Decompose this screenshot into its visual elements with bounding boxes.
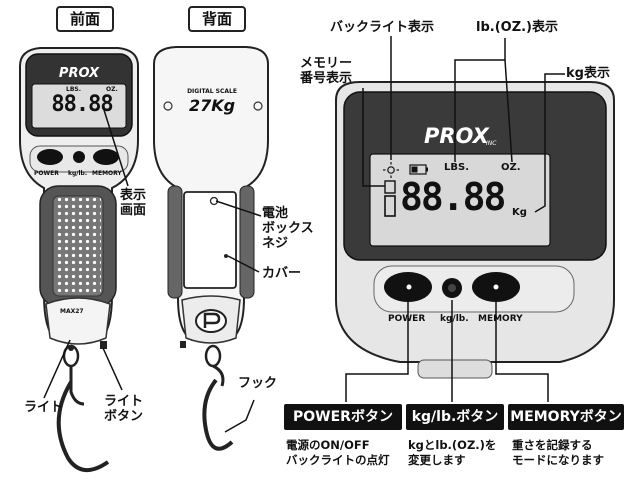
front-memory-label: MEMORY xyxy=(92,170,122,177)
front-lcd-lbs: LBS. xyxy=(66,86,81,93)
callout-memory-number: メモリー 番号表示 xyxy=(300,56,353,86)
callout-kg-indicator: kg表示 xyxy=(566,66,610,81)
power-button-label: POWERボタン xyxy=(284,404,402,430)
zoom-brand-sub: INC xyxy=(486,140,497,147)
front-lcd-oz: OZ. xyxy=(106,86,118,93)
front-lcd-digits: 88.88 xyxy=(51,92,113,117)
back-view-label: 背面 xyxy=(188,6,246,32)
front-power-label: POWER xyxy=(34,170,59,177)
memory-button-desc: 重さを記録する モードになります xyxy=(512,438,604,467)
callout-backlight-indicator: バックライト表示 xyxy=(330,20,435,35)
front-scale-illustration xyxy=(19,47,139,472)
zoom-lcd-lbs: LBS. xyxy=(444,162,469,173)
front-brand: PROX xyxy=(58,66,100,81)
kglb-button-label: kg/lb.ボタン xyxy=(406,404,504,430)
leader-lines xyxy=(43,36,565,433)
callout-lb-oz-indicator: lb.(OZ.)表示 xyxy=(476,20,558,35)
zoom-lcd-digits: 88.88 xyxy=(400,175,506,219)
zoom-lcd-kg: Kg xyxy=(512,207,527,218)
front-kglb-label: kg/lb. xyxy=(68,170,88,177)
back-capacity: 27Kg xyxy=(188,96,236,115)
zoom-brand: PROX xyxy=(424,124,489,148)
back-title: DIGITAL SCALE xyxy=(187,88,237,95)
callout-battery-screw: 電池 ボックス ネジ xyxy=(262,206,314,251)
callout-display-screen: 表示 画面 xyxy=(120,188,147,218)
callout-light-button: ライト ボタン xyxy=(104,394,144,424)
callout-light: ライト xyxy=(24,400,64,415)
front-max-label: MAX27 xyxy=(60,308,84,315)
kglb-button-desc: kgとlb.(OZ.)を 変更します xyxy=(408,438,497,467)
zoom-memory-label: MEMORY xyxy=(478,314,523,324)
callout-hook: フック xyxy=(238,376,278,391)
power-button-desc: 電源のON/OFF バックライトの点灯 xyxy=(286,438,390,467)
callout-cover: カバー xyxy=(262,266,302,281)
memory-button-label: MEMORYボタン xyxy=(508,404,624,430)
zoom-lcd-oz: OZ. xyxy=(501,162,521,173)
back-scale-illustration xyxy=(153,46,269,451)
zoom-power-label: POWER xyxy=(388,314,426,324)
zoom-kglb-label: kg/lb. xyxy=(440,314,469,324)
front-view-label: 前面 xyxy=(56,6,114,32)
